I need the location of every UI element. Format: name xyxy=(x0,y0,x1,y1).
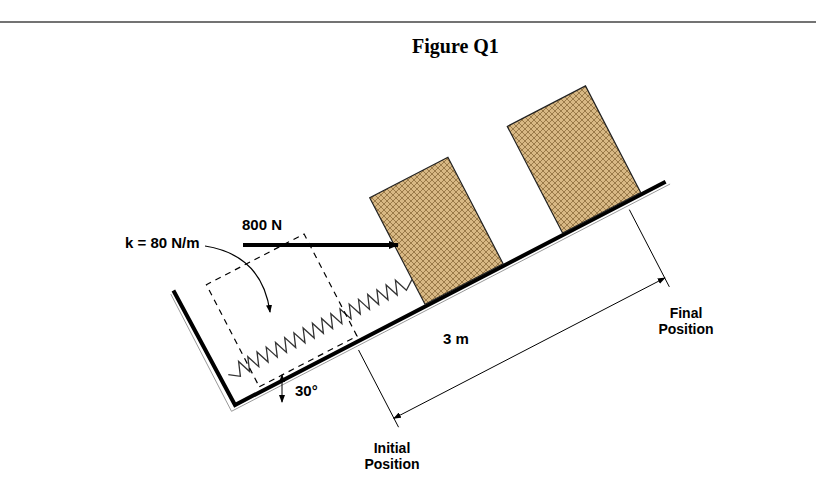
position-label: Final Position xyxy=(646,305,726,337)
extension-line xyxy=(359,350,399,427)
figure-title: Figure Q1 xyxy=(412,35,499,58)
spring-constant: k = 80 N/m xyxy=(125,234,200,251)
spring-symbol xyxy=(228,279,412,376)
angle-mark xyxy=(282,375,283,402)
angle-value: 30° xyxy=(295,382,318,399)
crate-block xyxy=(370,157,503,304)
force-value: 800 N xyxy=(242,216,282,233)
position-label: Initial Position xyxy=(352,440,432,472)
leader-line xyxy=(205,246,270,312)
dimension-value: 3 m xyxy=(443,330,469,347)
crate-block xyxy=(507,86,640,233)
dimension-line xyxy=(394,278,665,418)
force-arrow xyxy=(243,243,398,247)
dashed-region xyxy=(206,234,357,387)
extension-line xyxy=(629,210,669,287)
